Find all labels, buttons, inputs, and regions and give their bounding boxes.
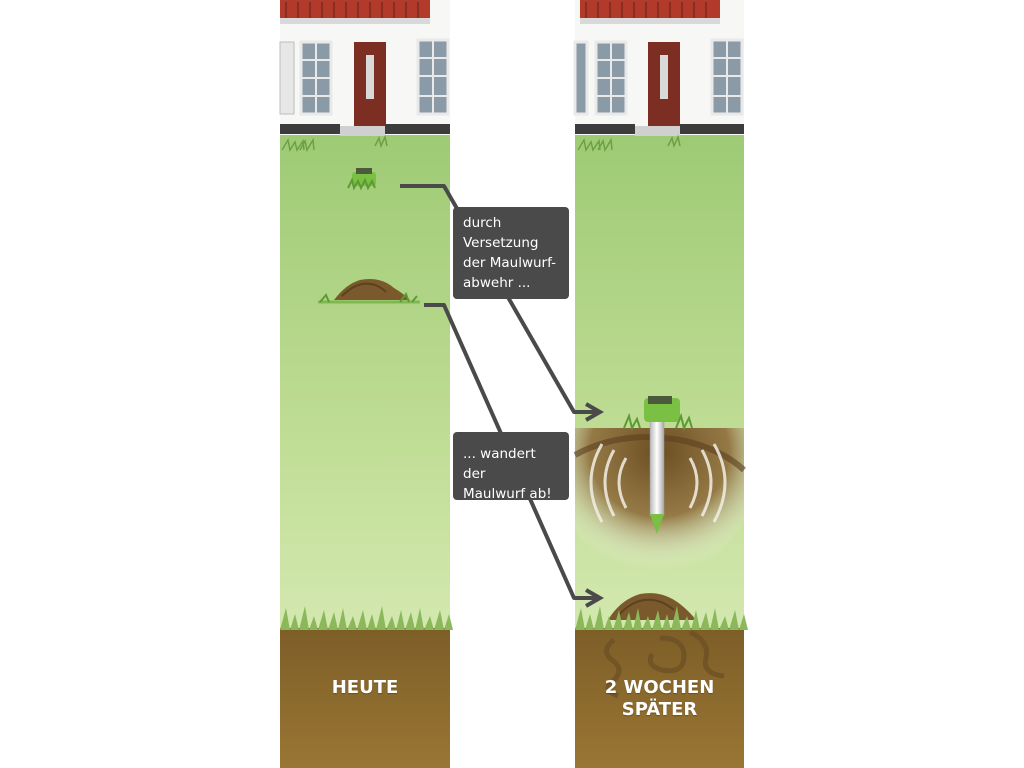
caption-two-weeks-later: 2 WOCHEN SPÄTER bbox=[575, 677, 744, 721]
caption-today: HEUTE bbox=[280, 677, 450, 699]
molehill-icon bbox=[608, 593, 696, 620]
relocation-line-3: der Maulwurf- bbox=[463, 255, 556, 271]
mole-tunnels bbox=[604, 629, 725, 699]
panel-two-weeks-later bbox=[573, 0, 748, 768]
mole-leaves-label: ... wandert der Maulwurf ab! bbox=[453, 432, 569, 502]
relocation-label: durch Versetzung der Maulwurf- abwehr ..… bbox=[453, 207, 569, 299]
sound-wave-icon bbox=[589, 443, 727, 523]
mole-repeller-icon bbox=[347, 168, 376, 191]
house-icon bbox=[573, 0, 744, 136]
mole-repeller-icon bbox=[623, 396, 693, 534]
mole-leaves-line-2: Maulwurf ab! bbox=[463, 486, 552, 502]
caption-later-line-1: 2 WOCHEN bbox=[604, 677, 715, 698]
mole-leaves-line-1: ... wandert der bbox=[463, 446, 536, 482]
molehill-icon bbox=[318, 279, 420, 304]
caption-later-line-2: SPÄTER bbox=[621, 699, 698, 720]
panel-today bbox=[279, 0, 453, 768]
house-icon bbox=[279, 0, 450, 136]
relocation-line-4: abwehr ... bbox=[463, 275, 531, 291]
caption-today-text: HEUTE bbox=[331, 677, 399, 698]
relocation-line-1: durch bbox=[463, 215, 502, 231]
relocation-line-2: Versetzung bbox=[463, 235, 539, 251]
